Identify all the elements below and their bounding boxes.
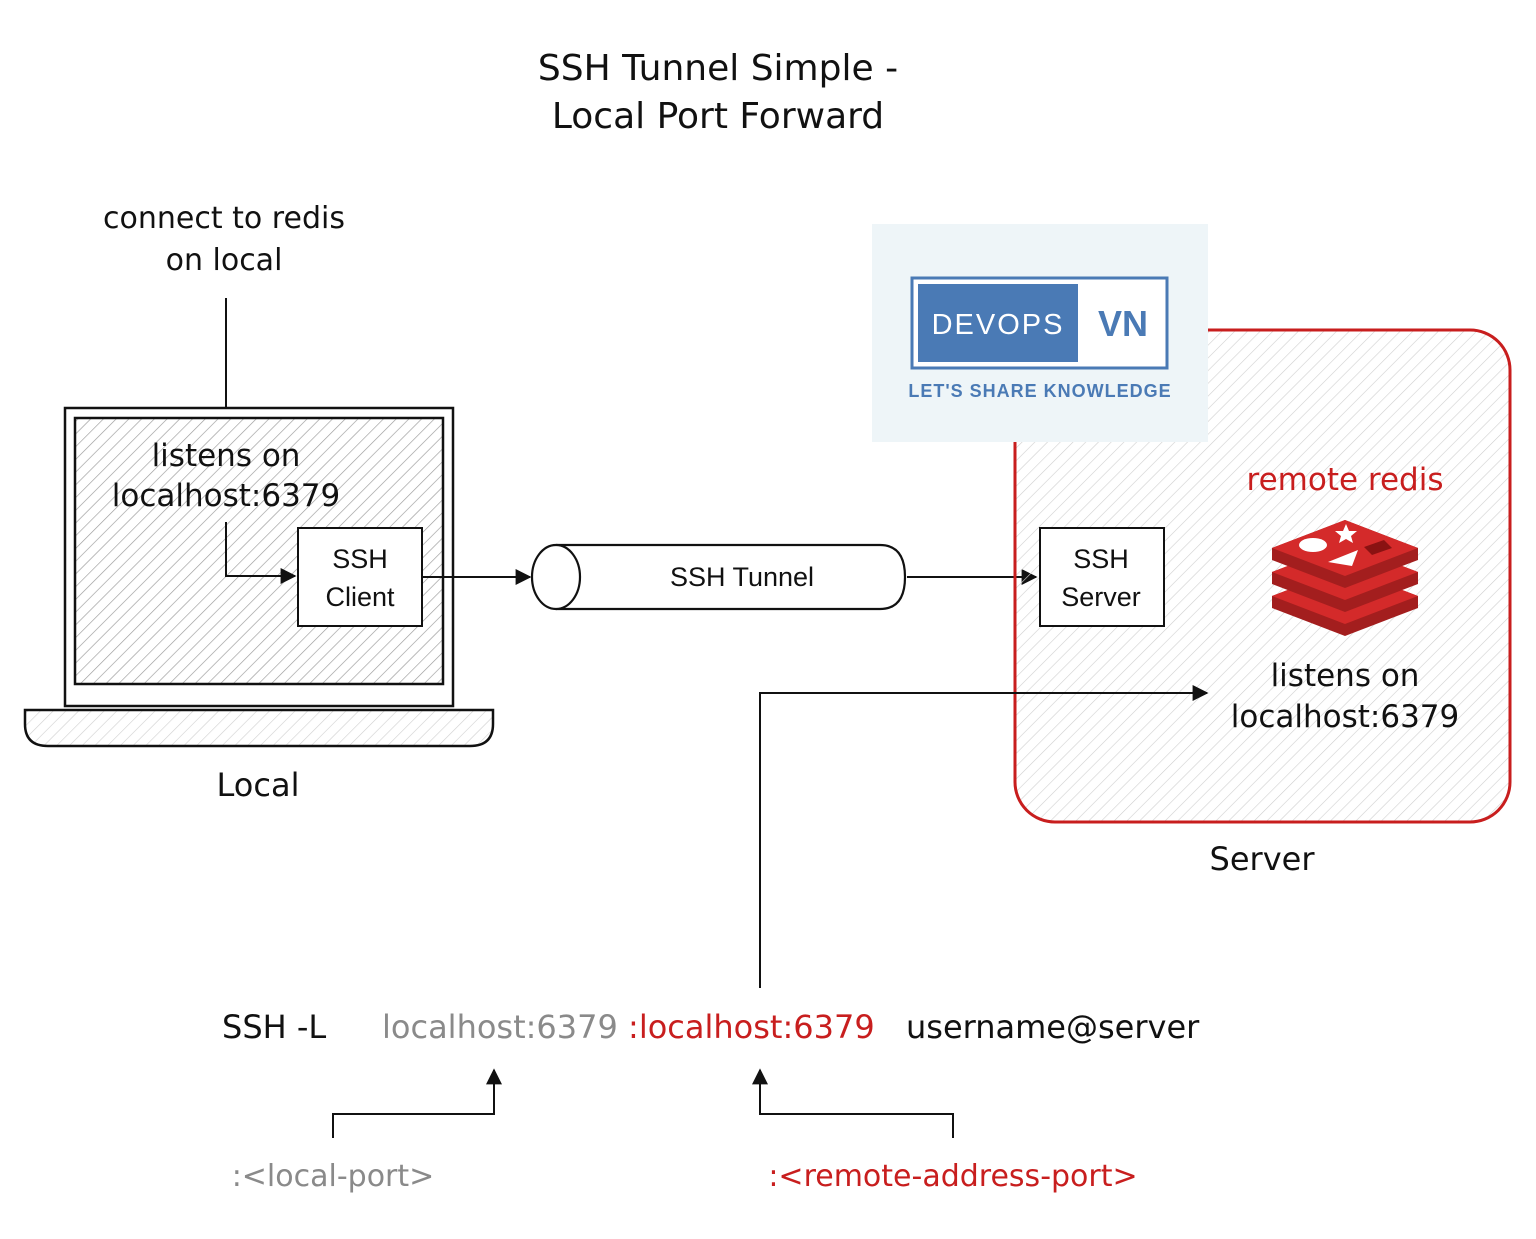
ssh-server-label-1: SSH <box>1073 544 1129 574</box>
ssh-tunnel-label: SSH Tunnel <box>670 562 814 592</box>
command-target: username@server <box>906 1008 1200 1046</box>
remote-port-label: :<remote-address-port> <box>768 1159 1137 1194</box>
remote-port-arrow <box>752 1068 954 1138</box>
server-label: Server <box>1210 840 1316 878</box>
logo-tagline: LET'S SHARE KNOWLEDGE <box>908 381 1171 401</box>
annotation-line-1: connect to redis <box>103 201 345 236</box>
ssh-server-label-2: Server <box>1061 582 1141 612</box>
annotation-line-2: on local <box>166 243 283 278</box>
ssh-client-label-2: Client <box>325 582 395 612</box>
title-line-2: Local Port Forward <box>552 96 884 137</box>
listen-to-client-arrow <box>225 522 297 584</box>
ssh-tunnel-cylinder <box>530 543 907 611</box>
local-listens-line-2: localhost:6379 <box>112 478 341 514</box>
ssh-client-box <box>297 527 423 627</box>
server-container <box>1013 328 1512 824</box>
local-port-arrow <box>332 1068 502 1138</box>
remote-listens-line-1: listens on <box>1271 658 1420 694</box>
logo-text-devops: DEVOPS <box>932 309 1065 341</box>
command-local-part: localhost:6379 <box>382 1008 618 1046</box>
logo-text-vn: VN <box>1098 303 1148 344</box>
command-remote-part: :localhost:6379 <box>628 1008 875 1046</box>
remote-redis-label: remote redis <box>1247 462 1444 498</box>
laptop-icon <box>23 406 495 748</box>
ssh-client-label-1: SSH <box>332 544 388 574</box>
ssh-server-box <box>1039 527 1165 627</box>
remote-listens-line-2: localhost:6379 <box>1231 699 1460 735</box>
title-line-1: SSH Tunnel Simple - <box>538 48 898 89</box>
devops-vn-logo: DEVOPS VN LET'S SHARE KNOWLEDGE <box>872 224 1208 442</box>
redis-icon <box>1272 520 1418 636</box>
local-port-label: :<local-port> <box>232 1159 435 1194</box>
local-label: Local <box>217 766 300 804</box>
local-listens-line-1: listens on <box>152 438 301 474</box>
command-to-remote-arrow <box>759 685 1209 988</box>
command-prefix: SSH -L <box>222 1008 326 1046</box>
ssh-command: SSH -L localhost:6379 :localhost:6379 us… <box>222 1008 1200 1046</box>
